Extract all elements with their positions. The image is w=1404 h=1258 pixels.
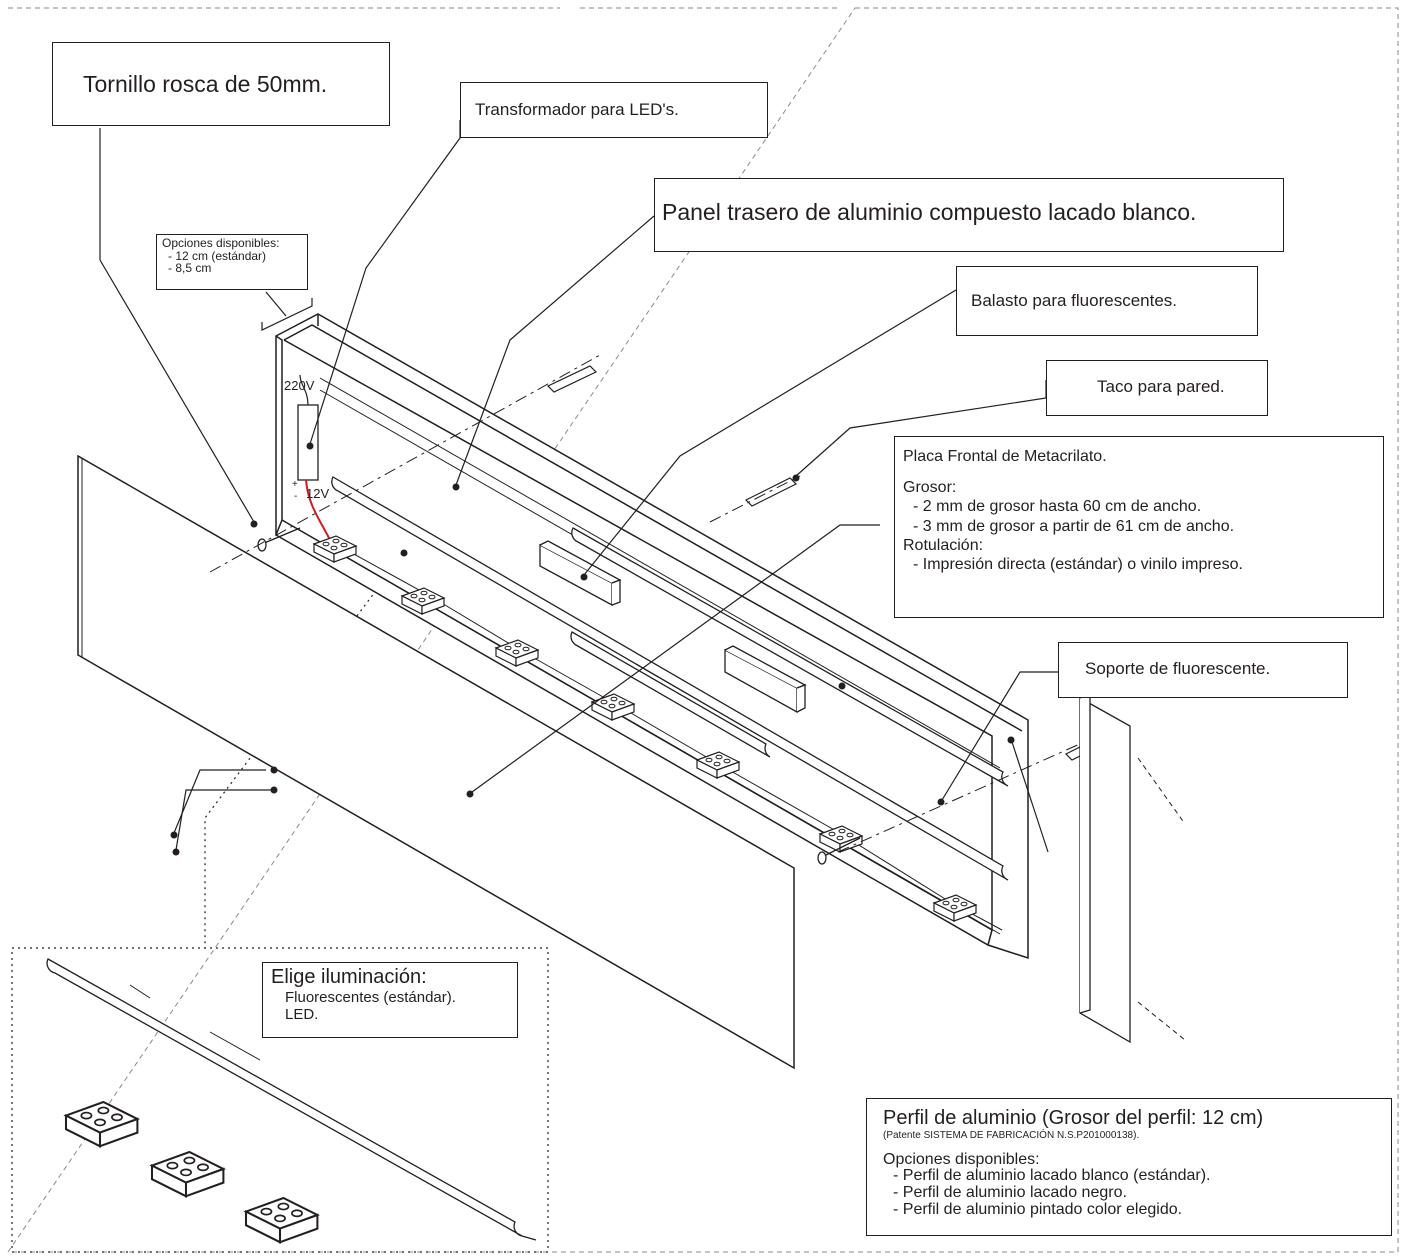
side-end-cap [1079,691,1186,1044]
perfil-title: Perfil de aluminio (Grosor del perfil: 1… [883,1107,1264,1129]
outer-dashed-frame [7,7,1399,1253]
perfil-option: - Perfil de aluminio lacado blanco (está… [893,1167,1211,1185]
placa-grosor-item: - 3 mm de grosor a partir de 61 cm de an… [913,517,1235,535]
iluminacion-option-led: LED. [285,1006,319,1024]
width-dimension-bracket [261,291,313,331]
inset-led-wire [129,984,261,1061]
callout-placa-frontal: Placa Frontal de Metacrilato. Grosor: - … [894,436,1384,618]
tornillo-label: Tornillo rosca de 50mm. [83,71,328,97]
perfil-option: - Perfil de aluminio lacado negro. [893,1184,1127,1202]
led-module [818,825,864,853]
led-transformer [297,404,319,481]
led-module [590,693,636,721]
iluminacion-title: Elige iluminación: [271,966,427,988]
input-cable [299,374,309,406]
perfil-option: - Perfil de aluminio pintado color elegi… [893,1200,1183,1218]
callout-taco: Taco para pared. [1046,360,1268,416]
led-module [243,1196,320,1244]
iluminacion-option-fluorescentes: Fluorescentes (estándar). [285,989,456,1006]
minus-sign: - [294,491,297,502]
taco-label: Taco para pared. [1097,377,1225,396]
front-plate-edge [77,455,83,657]
callout-iluminacion: Elige iluminación: Fluorescentes (estánd… [262,962,518,1038]
callout-transformador: Transformador para LED's. [460,82,768,138]
callout-perfil: Perfil de aluminio (Grosor del perfil: 1… [866,1098,1392,1236]
balasto-label: Balasto para fluorescentes. [971,291,1178,310]
voltage-220-label: 220V [284,378,315,393]
axis-lines [209,354,1121,853]
callout-panel-trasero: Panel trasero de aluminio compuesto laca… [654,178,1284,252]
led-module [494,639,540,667]
transformador-label: Transformador para LED's. [475,100,679,119]
led-modules [312,535,978,922]
led-module [149,1150,226,1198]
callout-soporte: Soporte de fluorescente. [1058,642,1348,698]
placa-grosor-item: - 2 mm de grosor hasta 60 cm de ancho. [913,498,1202,516]
perfil-patent: (Patente SISTEMA DE FABRICACIÓN N.S.P201… [883,1130,1140,1141]
soporte-label: Soporte de fluorescente. [1085,659,1271,678]
led-module [400,587,446,615]
opciones-ancho-item: - 8,5 cm [168,261,212,276]
perfil-options-label: Opciones disponibles: [883,1150,1040,1168]
fluorescent-tubes [331,476,1009,881]
opciones-ancho-title: Opciones disponibles: [162,236,280,250]
leader-dots [170,442,1015,856]
ballasts [539,540,807,714]
leader-lines [99,120,1058,853]
aluminium-profile-box [275,313,1029,960]
placa-title: Placa Frontal de Metacrilato. [903,448,1107,465]
callout-balasto: Balasto para fluorescentes. [956,266,1258,336]
wall-plugs [546,365,1118,761]
panel-trasero-label: Panel trasero de aluminio compuesto laca… [662,199,1197,225]
led-module [932,894,978,922]
opciones-ancho-item: - 12 cm (estándar) [168,248,267,263]
placa-rotulacion-label: Rotulación: [903,536,984,554]
led-cable [305,479,331,541]
led-module [63,1100,140,1148]
led-chain-wire [331,541,1003,931]
led-module [312,535,358,563]
front-acrylic-plate [77,454,795,1070]
voltage-12-label: 12V [306,486,329,501]
inset-led-modules [63,1100,320,1244]
plus-sign: + [292,479,298,490]
callout-opciones-ancho: Opciones disponibles: - 12 cm (estándar)… [156,234,308,290]
callout-tornillo: Tornillo rosca de 50mm. [52,42,390,126]
led-module [695,751,741,779]
inset-fluorescent-tube [46,958,537,1241]
placa-grosor-label: Grosor: [903,479,957,497]
placa-rotulacion-item: - Impresión directa (estándar) o vinilo … [913,555,1243,573]
